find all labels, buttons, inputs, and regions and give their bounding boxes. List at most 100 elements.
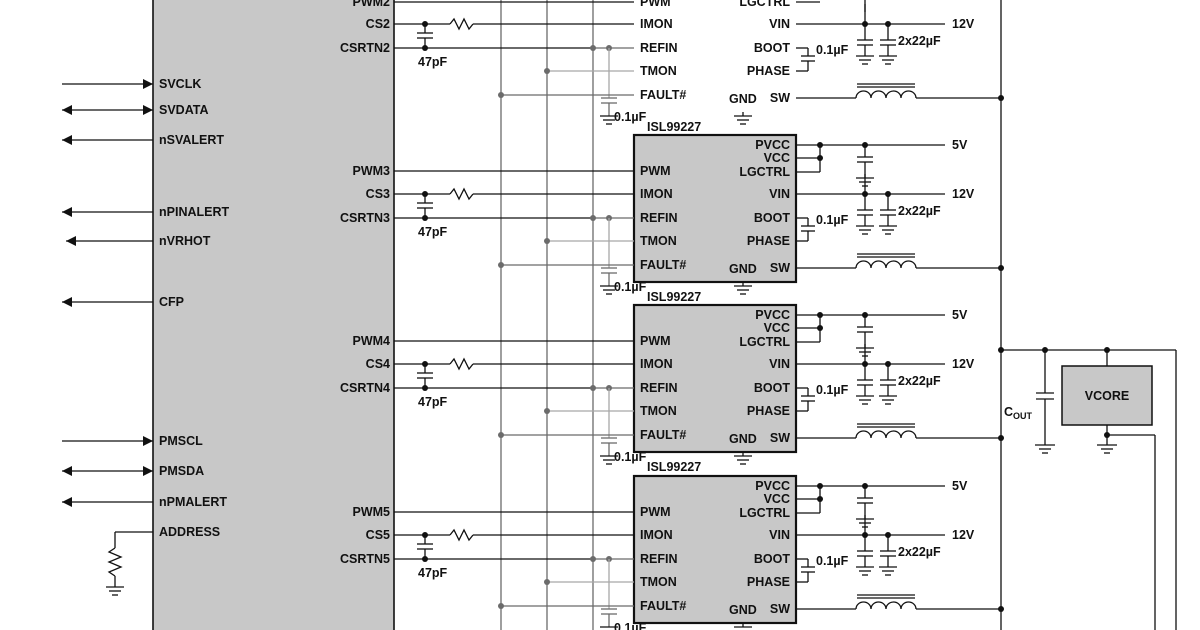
boot-cap-label: 0.1µF — [816, 43, 849, 57]
refin-bus-dot — [590, 385, 596, 391]
arrow-out-pmsda — [62, 466, 72, 476]
pin-label-cfp: CFP — [159, 295, 184, 309]
fault-bus-dot — [498, 603, 504, 609]
driver-pin-fault: FAULT# — [640, 599, 686, 613]
tmon-bus-dot — [544, 238, 550, 244]
input-caps-label: 2x22µF — [898, 374, 941, 388]
boot-cap-label: 0.1µF — [816, 213, 849, 227]
filter-cap-label: 47pF — [418, 55, 448, 69]
cs-label: CS2 — [366, 17, 390, 31]
input-caps-label: 2x22µF — [898, 545, 941, 559]
driver-pin-imon: IMON — [640, 528, 673, 542]
arrow-out-nsvalert — [62, 135, 72, 145]
supply-5v-label: 5V — [952, 308, 968, 322]
driver-stage-4: PWMIMONREFINTMONFAULT#PVCCVCCLGCTRLVINBO… — [340, 303, 1004, 474]
driver-pin-vcc: VCC — [764, 151, 790, 165]
pin-npinalert: nPINALERT — [62, 205, 230, 219]
driver-pin-fault: FAULT# — [640, 88, 686, 102]
filter-cap-bottom-dot — [422, 215, 428, 221]
driver-pin-vin: VIN — [769, 187, 790, 201]
driver-pin-imon: IMON — [640, 17, 673, 31]
driver-pin-lgctrl: LGCTRL — [739, 335, 790, 349]
boot-cap-label: 0.1µF — [816, 383, 849, 397]
driver-stage-3: PWMIMONREFINTMONFAULT#PVCCVCCLGCTRLVINBO… — [340, 133, 1004, 304]
driver-pin-phase: PHASE — [747, 234, 790, 248]
refin-cap-label: 0.1µF — [614, 110, 647, 124]
driver-pin-gnd: GND — [729, 92, 757, 106]
driver-pin-sw: SW — [770, 602, 790, 616]
fault-bus-dot — [498, 262, 504, 268]
driver-pin-vcc: VCC — [764, 492, 790, 506]
driver-pin-pwm: PWM — [640, 164, 671, 178]
vcc-dot — [817, 155, 823, 161]
arrow-out-nvrhot — [66, 236, 76, 246]
driver-pin-refin: REFIN — [640, 552, 678, 566]
driver-pin-boot: BOOT — [754, 381, 790, 395]
vcc-dot — [817, 496, 823, 502]
output-inductor — [855, 430, 917, 439]
filter-cap-bottom-dot — [422, 556, 428, 562]
arrow-out-npmalert — [62, 497, 72, 507]
resistor-zigzag — [107, 547, 123, 577]
refin-bus-dot — [590, 45, 596, 51]
partial-lgctrl-pin: LGCTRL — [739, 0, 790, 9]
supply-5v-label: 5V — [952, 138, 968, 152]
pin-label-npmalert: nPMALERT — [159, 495, 227, 509]
pin-svdata: SVDATA — [62, 103, 209, 117]
driver-pin-boot: BOOT — [754, 552, 790, 566]
driver-pin-pwm: PWM — [640, 505, 671, 519]
supply-12v-label: 12V — [952, 187, 975, 201]
driver-pin-phase: PHASE — [747, 64, 790, 78]
driver-pin-sw: SW — [770, 261, 790, 275]
filter-cap-label: 47pF — [418, 566, 448, 580]
output-inductor — [855, 260, 917, 269]
csrtn-label: CSRTN4 — [340, 381, 390, 395]
filter-cap-label: 47pF — [418, 395, 448, 409]
driver-chip — [632, 474, 798, 625]
csrtn-label: CSRTN2 — [340, 41, 390, 55]
driver-pin-vin: VIN — [769, 17, 790, 31]
refin-bus-dot — [590, 556, 596, 562]
csrtn-label: CSRTN5 — [340, 552, 390, 566]
pin-label-nsvalert: nSVALERT — [159, 133, 224, 147]
driver-chip — [632, 133, 798, 284]
fault-bus-dot — [498, 432, 504, 438]
driver-pin-vin: VIN — [769, 528, 790, 542]
refin-cap-label: 0.1µF — [614, 450, 647, 464]
driver-pin-vin: VIN — [769, 357, 790, 371]
pvcc-dot — [817, 483, 823, 489]
arrow-in-pmsda — [143, 466, 153, 476]
pwm2-label: PWM2 — [353, 0, 391, 9]
driver-pin-tmon: TMON — [640, 234, 677, 248]
imon-resistor — [449, 187, 474, 201]
driver-pin-phase: PHASE — [747, 575, 790, 589]
driver-pin-lgctrl: LGCTRL — [739, 506, 790, 520]
driver-part-label: ISL99227 — [647, 290, 701, 304]
refin-bus-dot — [590, 215, 596, 221]
arrow-out-npinalert — [62, 207, 72, 217]
pin-nvrhot: nVRHOT — [66, 234, 211, 248]
vcore-label: VCORE — [1085, 389, 1129, 403]
address-resistor — [106, 531, 153, 596]
driver-pin-gnd: GND — [729, 603, 757, 617]
pwm-label: PWM3 — [353, 164, 391, 178]
boot-cap-label: 0.1µF — [816, 554, 849, 568]
driver-pin-tmon: TMON — [640, 64, 677, 78]
driver-pin-pvcc: PVCC — [755, 479, 790, 493]
pin-label-pmsda: PMSDA — [159, 464, 204, 478]
arrow-out-svdata — [62, 105, 72, 115]
tmon-bus-dot — [544, 68, 550, 74]
driver-pin-refin: REFIN — [640, 381, 678, 395]
fault-bus-dot — [498, 92, 504, 98]
driver-stage-5: PWMIMONREFINTMONFAULT#PVCCVCCLGCTRLVINBO… — [340, 474, 1004, 630]
refin-cap-label: 0.1µF — [614, 280, 647, 294]
imon-resistor — [449, 357, 474, 371]
cout-label: COUT — [1004, 405, 1033, 421]
filter-cap-label: 47pF — [418, 225, 448, 239]
supply-5v-label: 5V — [952, 479, 968, 493]
driver-pin-boot: BOOT — [754, 41, 790, 55]
rail-junction — [998, 347, 1004, 353]
supply-12v-label: 12V — [952, 17, 975, 31]
driver-stage-partial: PWM2 PWM LGCTRL — [353, 0, 866, 12]
arrow-in-svclk — [143, 79, 153, 89]
